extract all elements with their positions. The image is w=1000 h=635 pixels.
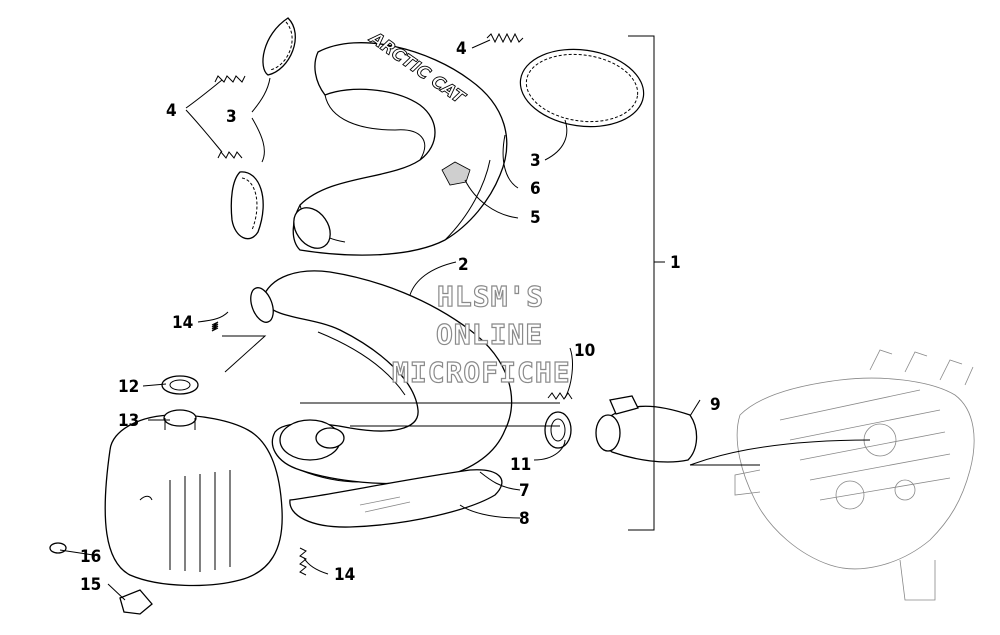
watermark: HLSM'S ONLINE MICROFICHE xyxy=(391,279,571,389)
callout-4-left: 4 xyxy=(166,101,177,121)
callout-14-lower: 14 xyxy=(334,565,355,585)
callout-14-upper: 14 xyxy=(172,313,193,333)
callout-2: 2 xyxy=(458,255,469,275)
callout-16: 16 xyxy=(80,547,101,567)
callout-12: 12 xyxy=(118,377,139,397)
gasket-12 xyxy=(161,375,199,395)
bracket-15 xyxy=(119,589,153,615)
clamp-band-right xyxy=(519,48,645,128)
seal-ring-11 xyxy=(544,411,572,449)
assembly-bracket xyxy=(628,35,665,531)
callout-1: 1 xyxy=(670,253,681,273)
spring-left-lower xyxy=(217,151,243,159)
expansion-chamber xyxy=(250,270,513,485)
engine xyxy=(734,349,975,601)
muffler xyxy=(104,409,283,587)
callout-4-top: 4 xyxy=(456,39,467,59)
callout-13: 13 xyxy=(118,411,139,431)
spring-10 xyxy=(547,392,573,400)
clamp-band-left-bottom xyxy=(230,171,264,240)
callout-10: 10 xyxy=(574,341,595,361)
callout-3-right: 3 xyxy=(530,151,541,171)
exhaust-manifold-9 xyxy=(595,395,698,463)
watermark-line-1: HLSM'S xyxy=(437,280,544,313)
heat-shield: ARCTIC CAT xyxy=(292,27,508,256)
spring-14-lower xyxy=(299,547,307,576)
leader-lines xyxy=(59,39,871,601)
clamp-band-left-top xyxy=(262,17,296,76)
callout-3-left: 3 xyxy=(226,107,237,127)
watermark-line-3: MICROFICHE xyxy=(392,356,571,389)
spring-left-upper xyxy=(214,75,246,83)
callout-5: 5 xyxy=(530,208,541,228)
spring-top-right xyxy=(486,32,524,44)
heat-sticker xyxy=(441,161,471,186)
grommet-16 xyxy=(49,542,67,554)
callout-7: 7 xyxy=(519,481,530,501)
callout-11: 11 xyxy=(510,455,531,475)
callout-6: 6 xyxy=(530,179,541,199)
callout-15: 15 xyxy=(80,575,101,595)
callouts: 1 2 3 3 4 4 5 6 7 8 9 10 11 12 13 14 14 … xyxy=(80,39,721,595)
callout-9: 9 xyxy=(710,395,721,415)
spring-14-upper xyxy=(211,321,219,332)
belly-shield xyxy=(289,469,503,528)
watermark-line-2: ONLINE xyxy=(436,318,543,351)
callout-8: 8 xyxy=(519,509,530,529)
